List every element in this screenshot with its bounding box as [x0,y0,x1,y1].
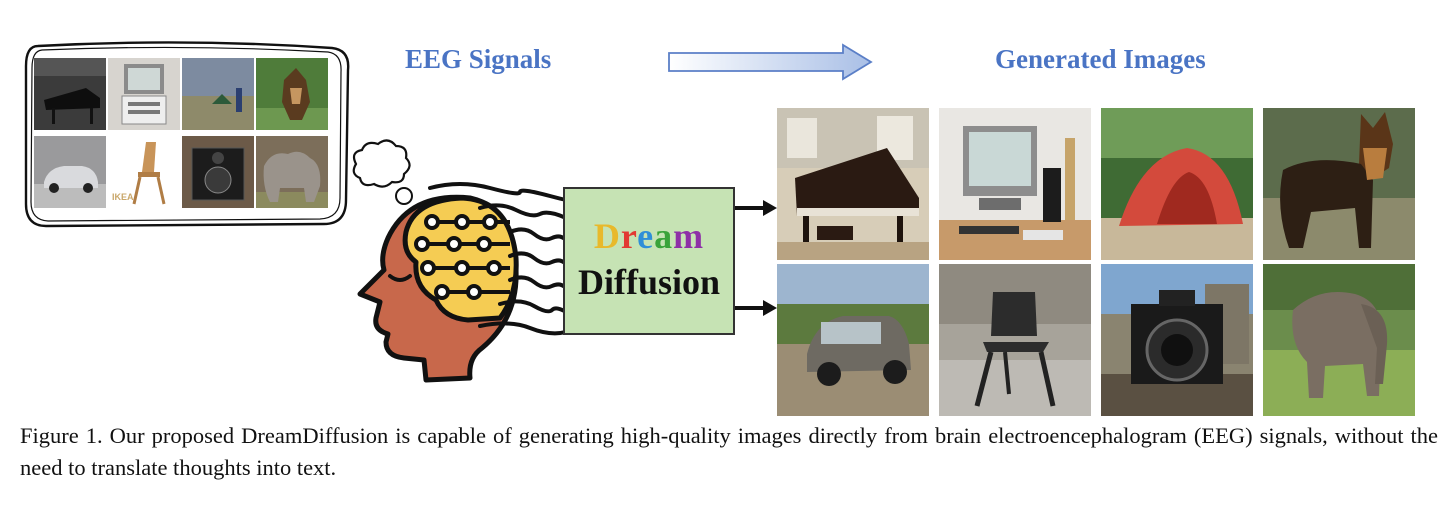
generated-tent [1101,108,1253,260]
dream-letter-a: a [654,216,674,256]
dog-photo [256,58,328,130]
generated-car [777,264,929,416]
grand-piano-photo [34,58,106,130]
dream-word: Dream [565,215,733,257]
tent-photo [182,58,254,130]
flow-arrow-icon [668,43,873,81]
eeg-signals-heading: EEG Signals [405,44,552,74]
generated-camera [1101,264,1253,416]
dream-letter-m: m [673,216,705,256]
dream-letter-e: e [637,216,655,256]
generated-images-heading: Generated Images [995,44,1206,74]
generated-piano [777,108,929,260]
ikea-label: IKEA [112,192,134,202]
figure-caption: Figure 1. Our proposed DreamDiffusion is… [20,423,1438,480]
car-photo [34,136,106,208]
output-arrows-icon [735,200,777,316]
eeg-wires-icon [428,182,566,336]
generated-chair [939,264,1091,416]
generated-elephant [1263,264,1415,416]
dream-letter-d: D [593,216,621,256]
chair-photo: IKEA [108,136,180,208]
dream-letter-r: r [620,216,638,256]
thought-cloud-icon [352,139,413,205]
computer-photo [108,58,180,130]
thought-bubble: IKEA [20,40,350,230]
elephants-photo [256,136,328,208]
generated-computer [939,108,1091,260]
diffusion-word: Diffusion [577,262,721,302]
camera-photo [182,136,254,208]
generated-dog [1263,108,1415,260]
dream-diffusion-box: Dream Diffusion [563,187,735,335]
